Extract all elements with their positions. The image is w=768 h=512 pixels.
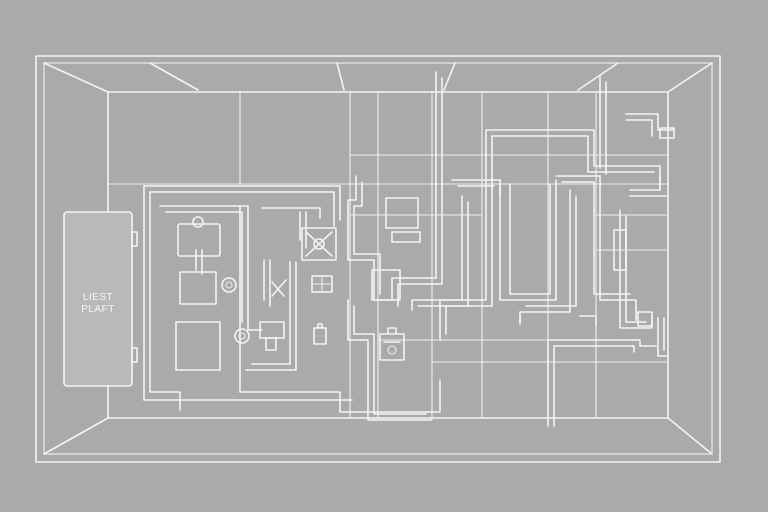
outer-frame (35, 55, 721, 463)
motor-icon (234, 328, 250, 344)
check-valve-icon (271, 279, 287, 297)
meter-icon (313, 323, 327, 345)
pipe-network (143, 71, 675, 427)
equipment (175, 127, 675, 371)
plant-label: LIEST PLAFT (64, 292, 132, 316)
pump-block-icon (179, 271, 217, 305)
riser-icon (613, 229, 627, 271)
heat-exchanger-icon (177, 223, 221, 257)
valve-box-icon (301, 227, 337, 261)
gauge-icon (221, 277, 237, 293)
plant-label-line1: LIEST (82, 292, 114, 303)
actuator-icon (259, 321, 285, 339)
tank-icon (175, 321, 221, 371)
wall-panels (107, 91, 669, 419)
boiler-icon (385, 197, 419, 229)
plant-cabinet (63, 211, 138, 387)
room-perspective (43, 62, 713, 455)
plant-label-line2: PLAFT (81, 304, 115, 315)
pressure-vessel-icon (379, 327, 405, 361)
filter-icon (371, 269, 401, 301)
